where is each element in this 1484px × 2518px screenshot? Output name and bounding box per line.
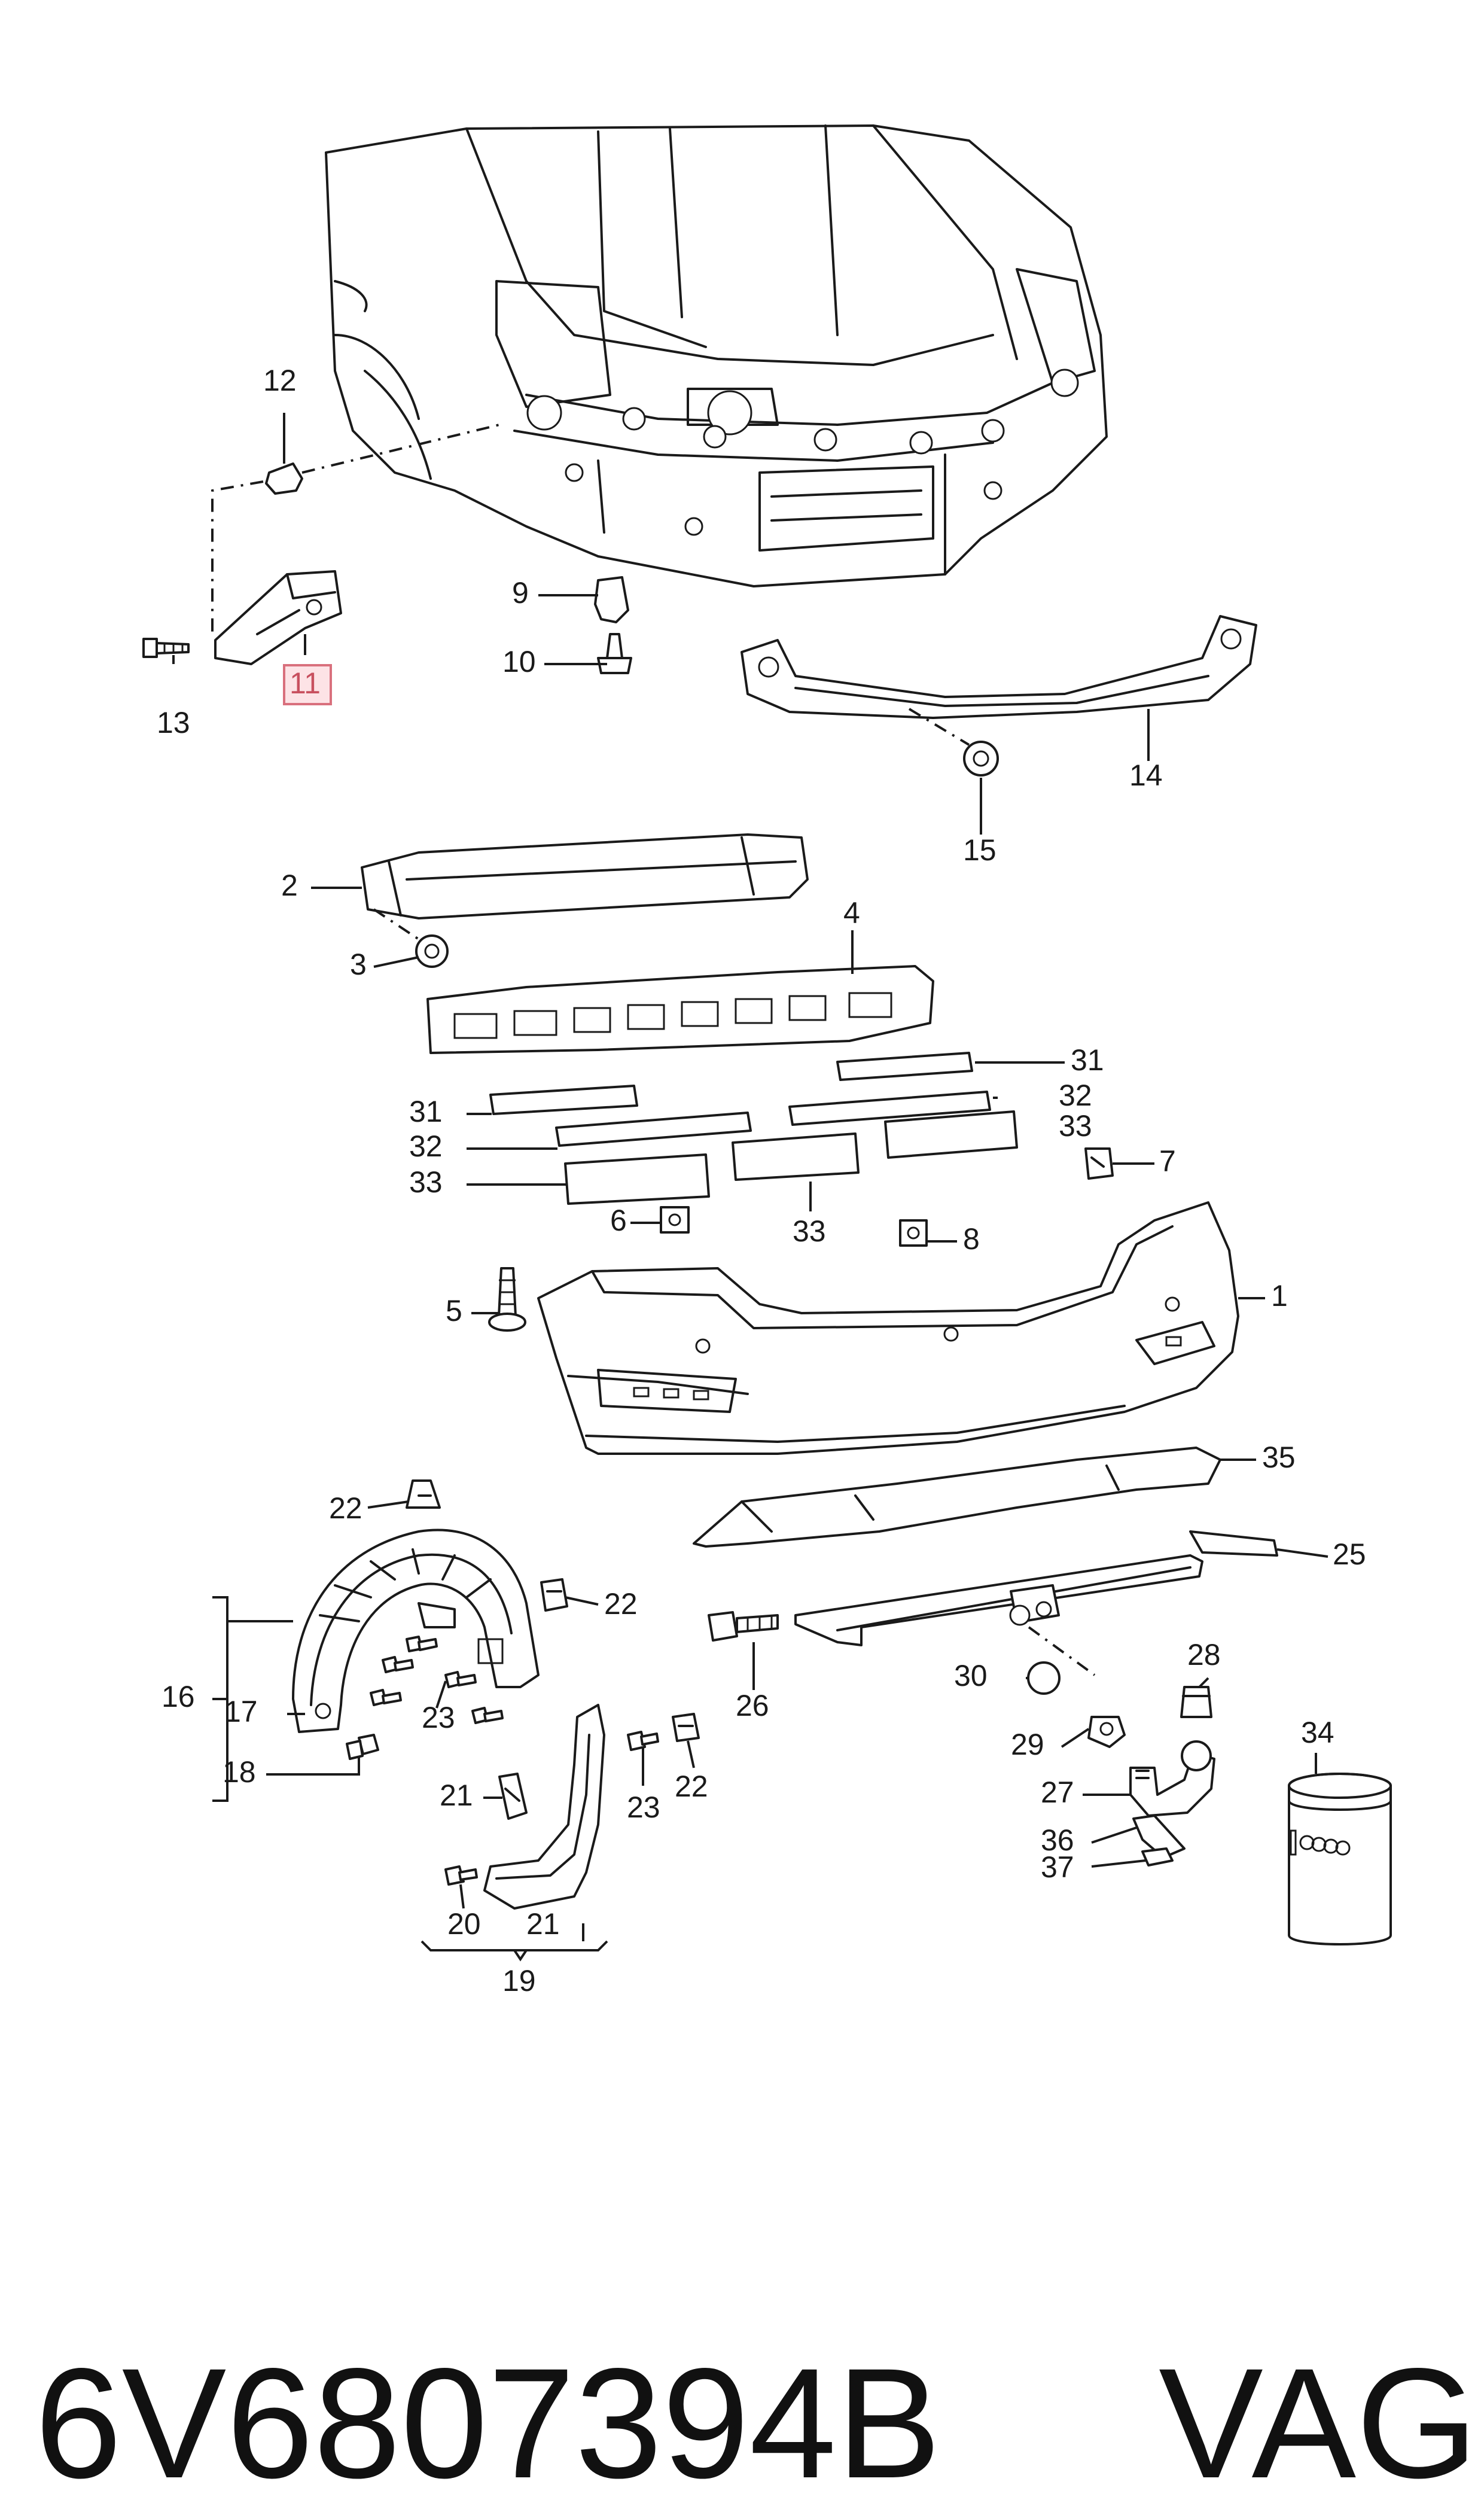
label-19: 19 xyxy=(502,1964,536,1998)
part-30-plug xyxy=(1027,1661,1061,1695)
label-18: 18 xyxy=(223,1755,256,1789)
label-27: 27 xyxy=(1041,1776,1074,1809)
part-6-clip xyxy=(660,1206,690,1234)
label-21a: 21 xyxy=(440,1779,473,1812)
label-11: 11 xyxy=(290,666,321,700)
label-16: 16 xyxy=(161,1680,195,1713)
label-30: 30 xyxy=(954,1659,988,1692)
label-1: 1 xyxy=(1271,1279,1288,1313)
part-labels: 12 11 13 9 10 14 15 2 3 4 31 32 33 31 32… xyxy=(157,364,1366,1998)
part-29-nut xyxy=(1087,1716,1126,1748)
part-3-bolt xyxy=(415,934,449,968)
label-22a: 22 xyxy=(329,1491,362,1525)
label-8: 8 xyxy=(963,1222,980,1256)
car-body-rear xyxy=(325,124,1108,587)
label-7: 7 xyxy=(1159,1144,1176,1178)
brand-name: VAG xyxy=(1159,2336,1478,2511)
part-23-screw-flap xyxy=(627,1731,659,1751)
part-22-clip-top xyxy=(406,1479,441,1509)
leader-lines xyxy=(172,413,1328,1962)
part-9-clip xyxy=(594,576,629,623)
label-17: 17 xyxy=(224,1695,258,1728)
part-16-17-wheel-liner xyxy=(292,1529,540,1733)
label-25: 25 xyxy=(1333,1537,1366,1571)
label-23a: 23 xyxy=(422,1701,455,1734)
part-18-screw xyxy=(346,1734,379,1760)
part-21-bracket xyxy=(498,1773,528,1820)
label-36: 36 xyxy=(1041,1823,1074,1857)
label-9: 9 xyxy=(512,576,529,610)
label-13: 13 xyxy=(157,706,190,739)
label-32b: 32 xyxy=(409,1129,443,1163)
part-22-clip-mid xyxy=(540,1578,568,1612)
label-37: 37 xyxy=(1041,1850,1074,1884)
label-28: 28 xyxy=(1187,1638,1221,1671)
label-15: 15 xyxy=(963,833,997,867)
part-34-spray-can xyxy=(1288,1773,1392,1945)
label-20: 20 xyxy=(447,1907,481,1941)
label-33a: 33 xyxy=(1059,1109,1092,1143)
label-22c: 22 xyxy=(675,1770,708,1803)
footer: 6V6807394B VAG xyxy=(0,2345,1484,2518)
label-33c: 33 xyxy=(793,1214,826,1248)
part-26-bolt xyxy=(708,1611,779,1642)
part-23-screws-liner xyxy=(370,1636,504,1724)
part-36-37-covers xyxy=(1132,1814,1186,1867)
part-8-clip xyxy=(899,1219,928,1247)
label-6: 6 xyxy=(610,1204,627,1237)
part-4-absorber xyxy=(426,965,934,1054)
label-21b: 21 xyxy=(526,1907,560,1941)
part-12-clip xyxy=(211,424,500,634)
part-1-bumper-cover xyxy=(537,1201,1239,1455)
label-29: 29 xyxy=(1011,1728,1044,1761)
part-19-21-mud-flap xyxy=(483,1704,605,1910)
part-35-diffuser xyxy=(693,1447,1221,1548)
part-15-nut xyxy=(963,741,999,777)
part-5-screw xyxy=(488,1267,526,1332)
part-7-clip xyxy=(1084,1147,1114,1180)
part-2-beam xyxy=(361,833,809,940)
part-13-screw xyxy=(142,638,190,658)
label-14: 14 xyxy=(1129,759,1163,792)
part-number: 6V6807394B xyxy=(35,2336,941,2511)
part-28-cap xyxy=(1180,1686,1212,1718)
part-27-tow-ball xyxy=(1129,1740,1215,1817)
label-22b: 22 xyxy=(604,1587,638,1621)
label-2: 2 xyxy=(281,869,298,902)
part-20-screw xyxy=(444,1865,478,1886)
label-10: 10 xyxy=(502,645,536,678)
label-23b: 23 xyxy=(627,1791,660,1824)
part-25-towbar xyxy=(794,1530,1278,1676)
label-31b: 31 xyxy=(409,1095,443,1128)
part-10-screw xyxy=(597,633,632,674)
part-14-carrier xyxy=(741,615,1257,746)
part-22-clip-flap xyxy=(672,1713,700,1742)
highlight-box-11 xyxy=(283,664,332,705)
label-26: 26 xyxy=(736,1689,769,1722)
label-4: 4 xyxy=(843,896,860,930)
label-35: 35 xyxy=(1262,1441,1296,1474)
label-31a: 31 xyxy=(1071,1043,1104,1077)
label-12: 12 xyxy=(263,364,297,397)
label-34: 34 xyxy=(1301,1716,1334,1749)
label-32a: 32 xyxy=(1059,1079,1092,1112)
part-11-bracket xyxy=(214,570,342,665)
label-3: 3 xyxy=(350,948,367,981)
parts-31-32-33-strips xyxy=(489,1052,1018,1205)
label-5: 5 xyxy=(446,1294,462,1327)
label-33b: 33 xyxy=(409,1165,443,1199)
